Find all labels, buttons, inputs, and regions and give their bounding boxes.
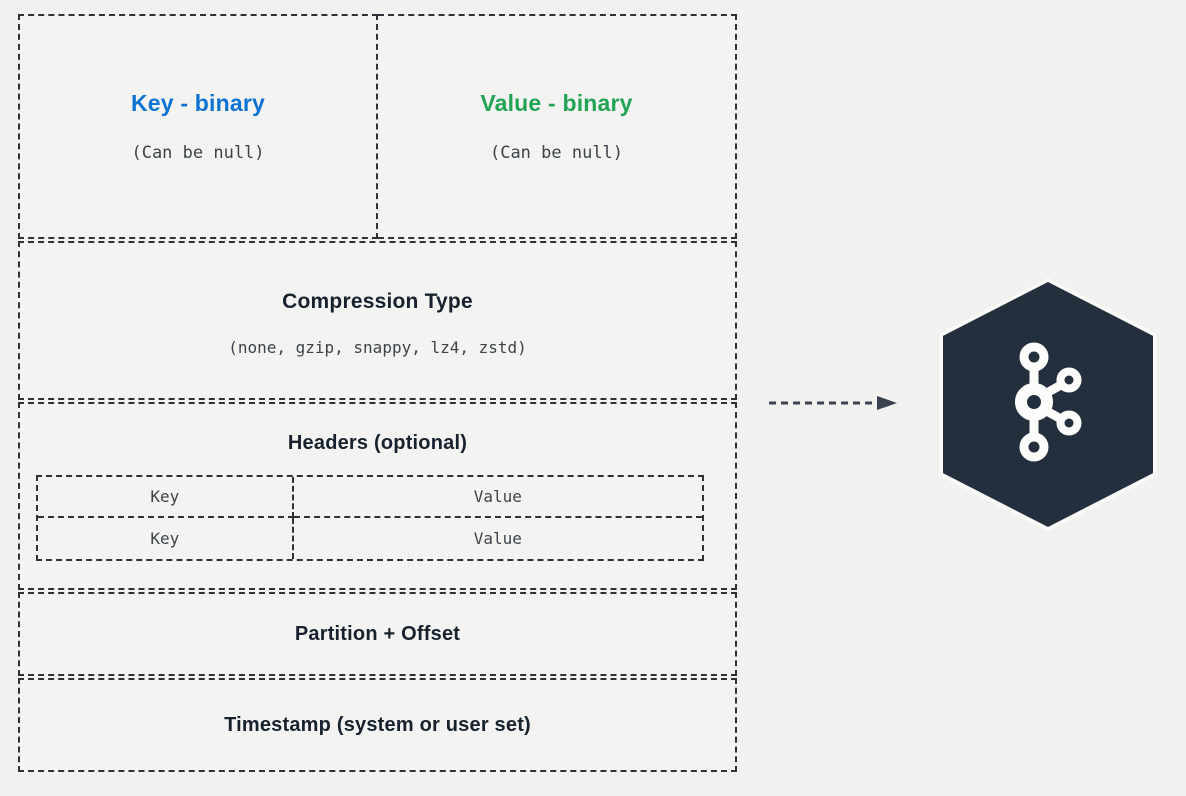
- kafka-hexagon: [939, 278, 1157, 531]
- kafka-hexagon-fill: [943, 282, 1153, 527]
- timestamp-title: Timestamp (system or user set): [224, 713, 531, 736]
- header-key-cell: Key: [38, 518, 294, 559]
- timestamp-section: Timestamp (system or user set): [18, 678, 737, 772]
- key-cell-title: Key - binary: [130, 90, 266, 116]
- kafka-logo-icon: [1013, 341, 1083, 468]
- key-cell: Key - binary (Can be null): [18, 14, 378, 239]
- compression-section: Compression Type (none, gzip, snappy, lz…: [18, 241, 737, 400]
- arrow-right-icon: [767, 394, 899, 412]
- compression-subtitle: (none, gzip, snappy, lz4, zstd): [228, 338, 527, 357]
- value-cell-subtitle: (Can be null): [489, 143, 624, 163]
- header-value-cell: Value: [293, 477, 702, 518]
- headers-title: Headers (optional): [287, 432, 468, 454]
- value-cell: Value - binary (Can be null): [378, 14, 737, 239]
- header-key-cell: Key: [38, 477, 294, 518]
- value-cell-title: Value - binary: [480, 90, 633, 116]
- compression-title: Compression Type: [282, 290, 473, 313]
- record-structure-table: Key - binary (Can be null) Value - binar…: [18, 14, 737, 772]
- header-value-cell: Value: [473, 529, 522, 548]
- key-cell-subtitle: (Can be null): [131, 143, 265, 163]
- partition-section: Partition + Offset: [18, 592, 737, 676]
- headers-section: Headers (optional) Key Value Key Value: [18, 402, 737, 590]
- partition-title: Partition + Offset: [294, 622, 461, 645]
- key-value-row: Key - binary (Can be null) Value - binar…: [18, 14, 737, 239]
- headers-table: Key Value Key Value: [36, 475, 704, 561]
